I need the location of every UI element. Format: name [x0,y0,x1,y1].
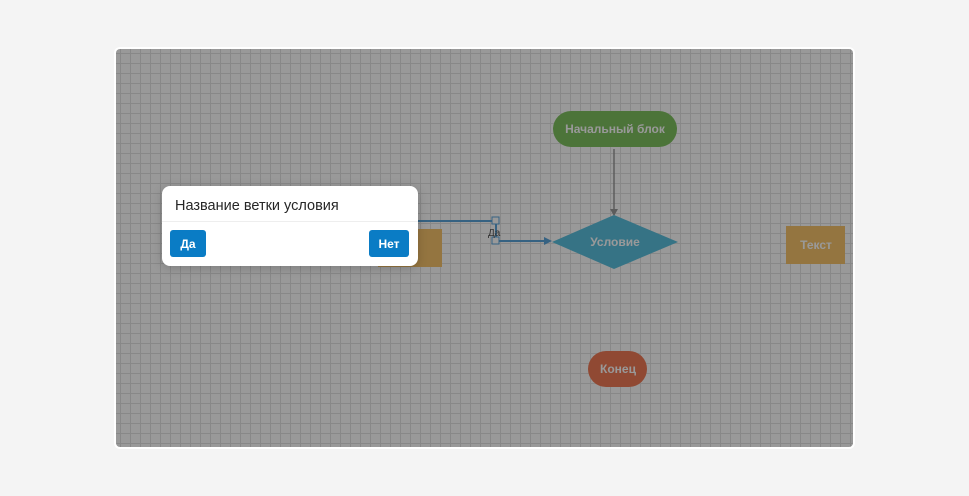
start-block[interactable]: Начальный блок [553,111,677,147]
condition-block-label: Условие [590,235,640,249]
connector-arrowhead [610,209,618,216]
edge-label: Да [488,228,501,239]
edge-handle-bottom[interactable] [491,236,500,245]
dialog-divider [162,221,418,222]
text-block[interactable]: Текст [786,226,845,264]
text-block-label: Текст [800,238,832,252]
no-button[interactable]: Нет [369,230,409,257]
condition-block[interactable]: Условие [552,215,678,269]
end-block[interactable]: Конец [588,351,647,387]
start-block-label: Начальный блок [565,122,666,136]
end-block-label: Конец [600,362,637,376]
edge-handle-top[interactable] [491,216,500,225]
edge-arrowhead [544,237,552,245]
dialog-title: Название ветки условия [175,198,339,214]
branch-name-dialog: Название ветки условия Да Нет [162,186,418,266]
yes-button[interactable]: Да [170,230,206,257]
selected-edge[interactable] [416,220,550,242]
